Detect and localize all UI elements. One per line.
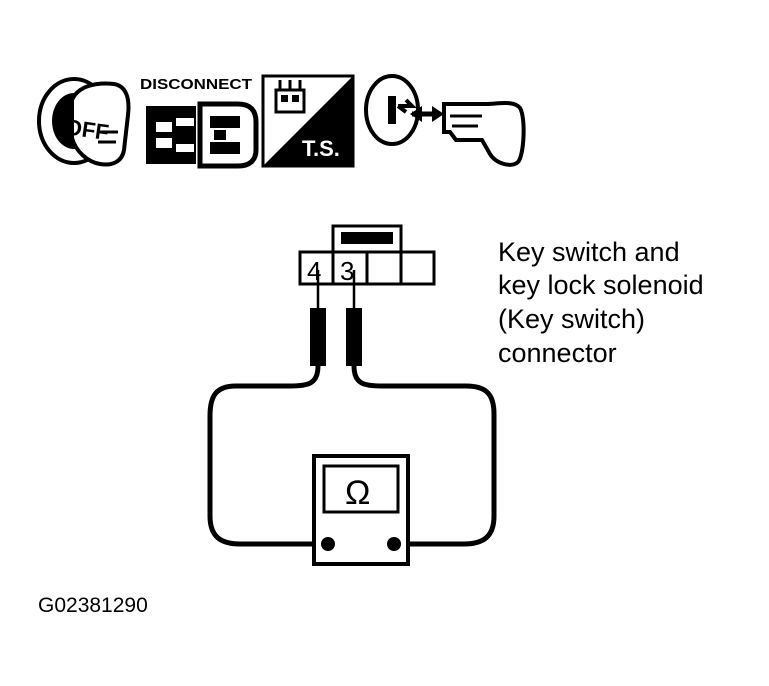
ts-text: T.S. [302, 136, 340, 161]
connector-label-line-3: (Key switch) [498, 304, 645, 334]
connector-label: Key switch and key lock solenoid (Key sw… [498, 237, 704, 368]
ignition-off-icon: OFF [37, 77, 131, 167]
troubleshooting-icon: T.S. [261, 74, 355, 168]
pin-3-label: 3 [340, 256, 354, 286]
test-lead-right [351, 365, 497, 547]
connector-icon [274, 80, 306, 114]
disconnect-connector-icon: DISCONNECT [140, 77, 259, 169]
probe-right [346, 270, 362, 366]
pin-4-label: 4 [307, 256, 321, 286]
meter-terminal-right [387, 537, 401, 551]
ignition-off-text: OFF [63, 114, 110, 145]
connector-label-line-4: connector [498, 338, 617, 368]
test-lead-left [207, 365, 328, 547]
connector-label-line-2: key lock solenoid [498, 270, 704, 300]
disconnect-text: DISCONNECT [140, 77, 252, 93]
connector-label-line-1: Key switch and [498, 237, 680, 267]
probe-left [310, 270, 326, 366]
ohmmeter: Ω [312, 454, 410, 566]
figure-id: G02381290 [38, 594, 148, 617]
meter-terminal-left [321, 537, 335, 551]
harness-connector: 4 3 [298, 224, 436, 286]
ohm-symbol: Ω [345, 474, 370, 512]
key-removed-icon [364, 74, 526, 167]
